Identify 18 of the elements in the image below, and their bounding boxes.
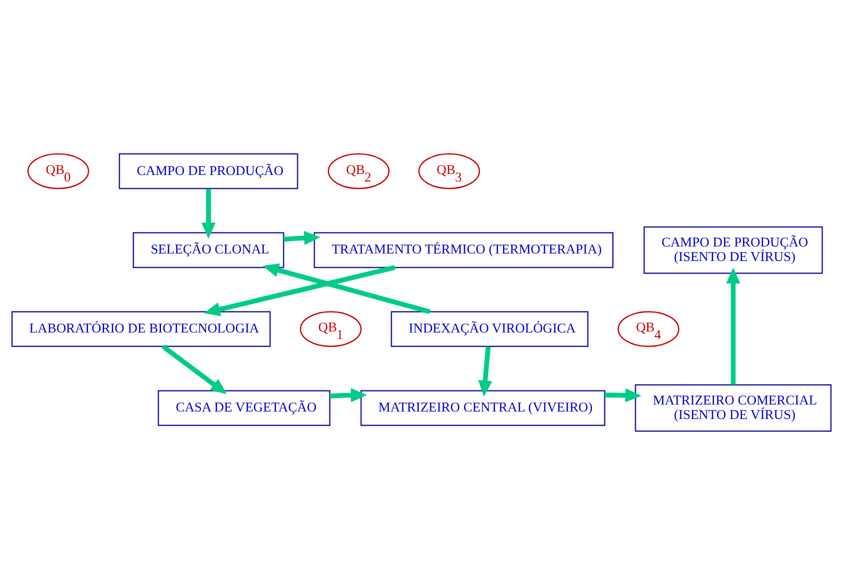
arrow [204, 264, 396, 316]
arrow [604, 388, 642, 402]
node-box: INDEXAÇÃO VIROLÓGICA [390, 310, 588, 347]
arrow [201, 188, 216, 238]
node-box: LABORATÓRIO DE BIOTECNOLOGIA [11, 310, 271, 347]
node-box: CASA DE VEGETAÇÃO [158, 390, 330, 426]
arrow [478, 346, 492, 396]
node-box: CAMPO DE PRODUÇÃO [118, 152, 298, 189]
arrow [284, 230, 320, 244]
arrow [262, 262, 430, 314]
node-box: MATRIZEIRO CENTRAL (VIVEIRO) [360, 390, 606, 426]
node-box: CAMPO DE PRODUÇÃO (ISENTO DE VÍRUS) [644, 226, 823, 274]
node-box: SELEÇÃO CLONAL [132, 232, 284, 268]
node-box: MATRIZEIRO COMERCIAL (ISENTO DE VÍRUS) [634, 384, 832, 432]
arrow [726, 266, 740, 384]
node-box: TRATAMENTO TÉRMICO (TERMOTERAPIA) [314, 232, 614, 268]
arrow [330, 388, 367, 402]
arrow [162, 344, 227, 394]
